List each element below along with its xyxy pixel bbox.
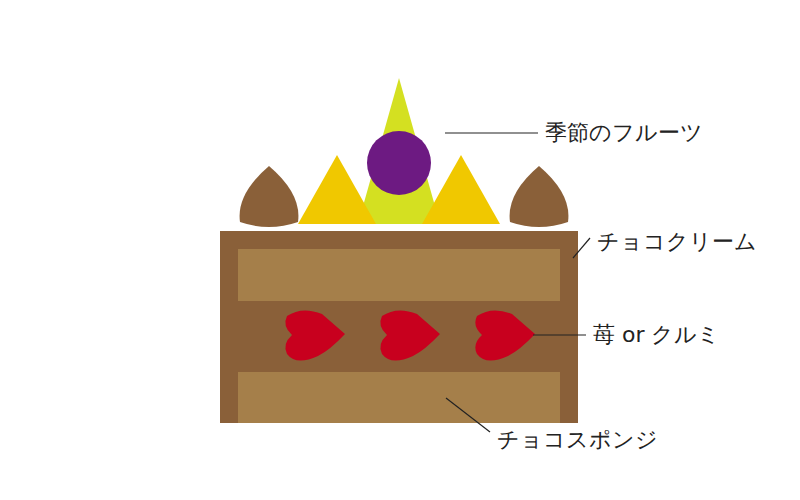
strawberries bbox=[285, 310, 535, 360]
strawberry bbox=[285, 310, 345, 360]
chocolate-drop bbox=[510, 166, 569, 227]
strawberry bbox=[380, 310, 440, 360]
chocolate-cream bbox=[220, 231, 578, 423]
fruit-right bbox=[422, 155, 500, 224]
part-label: 苺 or クルミ bbox=[593, 322, 721, 348]
strawberry bbox=[475, 310, 535, 360]
part-label: 季節のフルーツ bbox=[545, 120, 703, 146]
leader-lines bbox=[445, 133, 590, 432]
fruit-left bbox=[298, 155, 376, 224]
sponge-layer bbox=[238, 249, 560, 301]
part-label: チョコスポンジ bbox=[497, 427, 658, 453]
chocolate-drop bbox=[240, 166, 299, 227]
leader-line bbox=[573, 238, 590, 258]
leader-line bbox=[446, 398, 490, 432]
sponge-layer bbox=[238, 372, 560, 423]
fruit-tall bbox=[358, 78, 440, 224]
part-label: チョコクリーム bbox=[597, 229, 757, 255]
grape bbox=[367, 131, 431, 195]
leader-line bbox=[445, 132, 538, 133]
leader-line bbox=[533, 334, 586, 335]
